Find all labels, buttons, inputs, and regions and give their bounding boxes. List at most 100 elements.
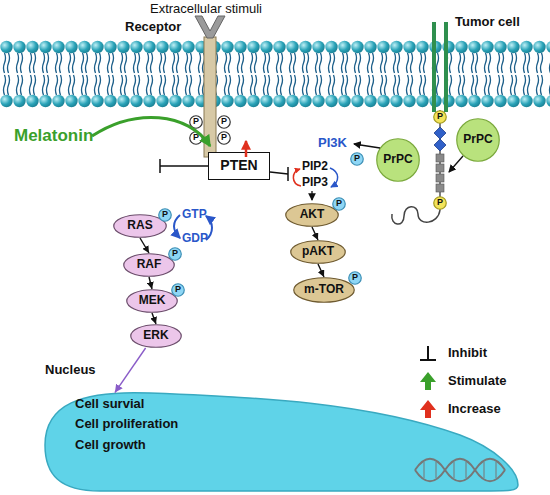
node-text: P: [172, 249, 178, 259]
molecule-label: PIP3: [302, 176, 328, 190]
node-text: RAF: [137, 258, 162, 271]
signal-arrow: [354, 144, 380, 148]
enzyme-label: PI3K: [318, 136, 347, 151]
phospho-circle-fill: [351, 153, 364, 166]
node-text: P: [352, 273, 358, 283]
gtp-cycle-arrow: [206, 216, 212, 240]
prion-protein-fill: [457, 119, 500, 162]
node-text: P: [221, 117, 227, 127]
nucleus-shape-fill: [45, 393, 518, 491]
stimulus-label: Extracellular stimuli: [150, 2, 262, 17]
node-text: RAS: [127, 219, 152, 232]
signal-arrow: [149, 277, 152, 289]
dna-helix: [415, 459, 505, 482]
conversion-arrow: [293, 169, 301, 186]
node-text: PTEN: [220, 158, 257, 173]
membrane-protein: [392, 22, 448, 224]
inhibit-line: [270, 167, 288, 181]
node-text: AKT: [300, 208, 325, 221]
signal-arrow: [115, 348, 146, 393]
prion-protein: PrPC: [376, 138, 420, 182]
increase-arrow: [245, 141, 248, 157]
phospho-circle-fill: [172, 284, 185, 297]
compound-label: Melatonin: [14, 126, 93, 146]
node-text: P: [221, 133, 227, 143]
kinase-ellipse-fill: [124, 254, 175, 277]
phospho-circle: P: [217, 115, 231, 129]
phospho-circle-fill: [159, 209, 172, 222]
phospho-circle-fill: [434, 197, 447, 210]
node-text: P: [336, 199, 342, 209]
kinase-ellipse: ERK: [130, 324, 182, 348]
node-text: PrPC: [383, 153, 412, 166]
node-text: P: [162, 210, 168, 220]
signal-arrow: [152, 313, 156, 324]
conversion-arrow: [330, 168, 338, 187]
kinase-ellipse-fill: [291, 241, 346, 264]
phospho-circle-fill: [333, 198, 346, 211]
node-text: P: [437, 112, 443, 122]
part-label: Receptor: [125, 20, 181, 35]
gtp-cycle-arrow: [174, 215, 180, 238]
inhibit-line: [160, 159, 208, 173]
prion-protein: PrPC: [456, 118, 500, 162]
phospho-circle-fill: [434, 111, 447, 124]
kinase-ellipse: pAKT: [290, 240, 346, 264]
signal-arrow: [318, 264, 324, 277]
phospho-circle: P: [348, 271, 362, 285]
phospho-circle: P: [168, 247, 182, 261]
phospho-circle: P: [189, 115, 203, 129]
kinase-ellipse: RAF: [123, 253, 175, 277]
kinase-ellipse-fill: [294, 278, 355, 303]
node-text: P: [175, 285, 181, 295]
node-body: Cell growth: [75, 438, 146, 452]
molecule-label: PIP2: [302, 160, 328, 174]
phospho-circle-fill: [218, 116, 231, 129]
cell-membrane: [0, 40, 550, 108]
molecule-label: GTP: [182, 208, 207, 222]
phospho-circle: P: [158, 208, 172, 222]
phospho-circle-fill: [349, 272, 362, 285]
phospho-circle: P: [433, 110, 447, 124]
signal-arrow: [312, 227, 318, 240]
node-text: PrPC: [463, 133, 492, 146]
part-label: Tumor cell: [455, 15, 520, 30]
kinase-ellipse-fill: [131, 325, 182, 348]
legend-text: Stimulate: [448, 374, 507, 389]
node-text: pAKT: [302, 245, 334, 258]
node-text: ERK: [143, 329, 168, 342]
molecule-label: GDP: [182, 232, 208, 246]
phospho-circle: P: [433, 196, 447, 210]
legend-text: Increase: [448, 402, 501, 417]
node-body: Cell survial: [75, 397, 144, 411]
phospho-circle: P: [332, 197, 346, 211]
phospho-circle-fill: [218, 132, 231, 145]
process-box: PTEN: [208, 152, 270, 180]
node-text: P: [437, 198, 443, 208]
phospho-circle: P: [171, 283, 185, 297]
node-text: P: [193, 133, 199, 143]
stimulate-arrow: [92, 117, 210, 146]
nucleus-shape: NucleusCell survialCell proliferationCel…: [40, 385, 520, 493]
node-text: P: [193, 117, 199, 127]
binding-arrow: [449, 156, 463, 172]
kinase-ellipse: m-TOR: [293, 277, 355, 303]
kinase-ellipse-fill: [114, 215, 167, 238]
kinase-ellipse-fill: [286, 204, 339, 227]
kinase-ellipse: AKT: [285, 203, 339, 227]
prion-protein-fill: [377, 139, 420, 182]
phospho-circle: P: [189, 131, 203, 145]
signal-arrow: [140, 238, 149, 253]
node-text: m-TOR: [304, 283, 344, 296]
phospho-circle-fill: [169, 248, 182, 261]
node-text: P: [354, 154, 360, 164]
node-heading: Nucleus: [45, 363, 96, 377]
phospho-circle: P: [350, 152, 364, 166]
node-text: MEK: [139, 294, 166, 307]
phospho-circle-fill: [190, 132, 203, 145]
signal-arrow: [311, 191, 312, 200]
kinase-ellipse: MEK: [126, 289, 178, 313]
